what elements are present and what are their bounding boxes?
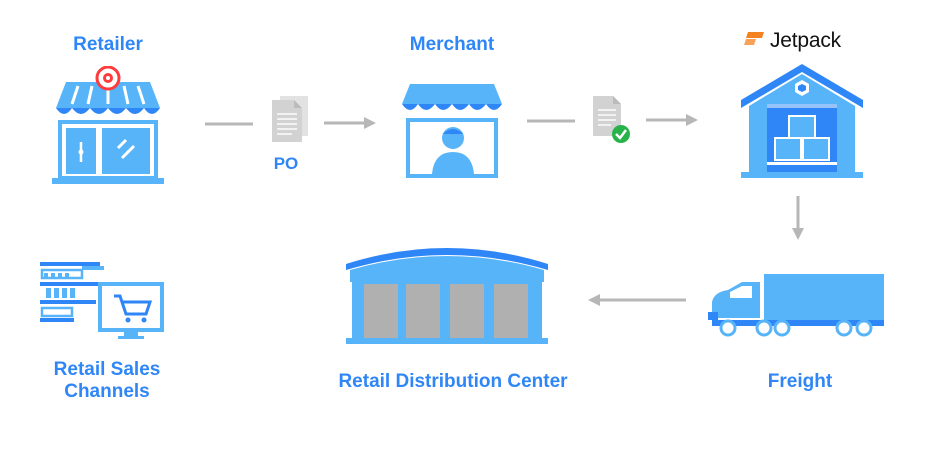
brand-name: Jetpack <box>770 29 841 52</box>
jetpack-logo-icon <box>744 32 764 45</box>
distribution-center-icon <box>346 238 548 344</box>
merchant-icon <box>400 82 504 180</box>
arrow-right-icon <box>324 115 376 131</box>
arrow-left-icon <box>588 292 686 308</box>
store-icon <box>52 66 164 186</box>
distribution-center-label: Retail Distribution Center <box>338 371 568 392</box>
po-label: PO <box>273 154 299 173</box>
computer-cart-icon <box>98 282 164 339</box>
connector-line <box>527 118 575 124</box>
freight-label: Freight <box>767 371 833 392</box>
jetpack-brand: Jetpack <box>744 28 841 54</box>
arrow-down-icon <box>790 196 806 242</box>
warehouse-icon <box>741 62 863 178</box>
sales-channels-label-line2: Channels <box>64 381 150 402</box>
retailer-label: Retailer <box>73 34 143 55</box>
merchant-label: Merchant <box>409 34 495 55</box>
truck-icon <box>706 272 886 338</box>
document-check-icon <box>591 94 633 144</box>
sales-channels-label-line1: Retail Sales <box>53 359 161 380</box>
sales-channels-label: Retail Sales Channels <box>34 359 180 403</box>
shelves-icon <box>40 262 104 322</box>
sales-channels-icon <box>38 256 166 340</box>
connector-line <box>205 121 253 127</box>
document-icon <box>270 96 312 142</box>
arrow-right-icon <box>646 112 698 128</box>
